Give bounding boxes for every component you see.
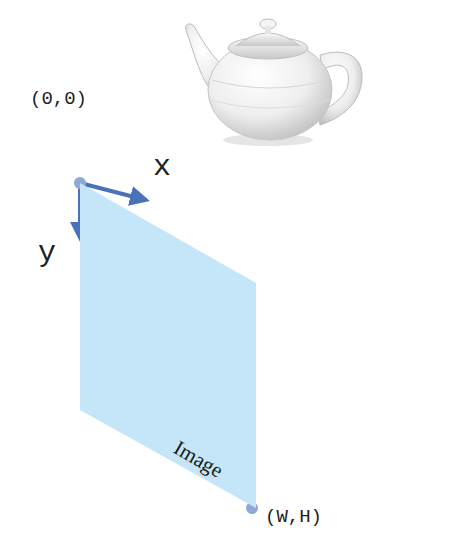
axis-label: y [38,236,56,270]
axis-label: x [153,150,171,184]
plane-shape [78,181,258,511]
teapot [186,19,362,146]
image-plane: Image [78,181,258,511]
corner-label: (W,H) [265,506,322,528]
origin-label: (0,0) [30,88,87,110]
